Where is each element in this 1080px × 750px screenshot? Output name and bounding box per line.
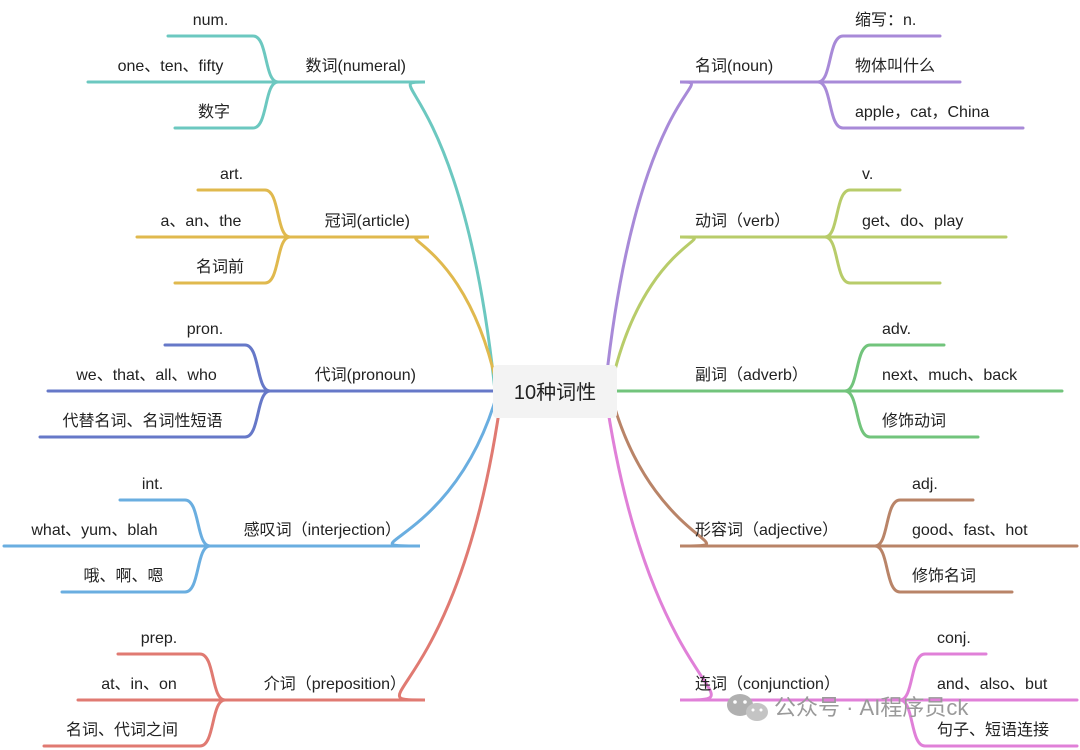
leaf-numeral-1: one、ten、fifty <box>118 58 224 75</box>
edge-adjective-leaf-2 <box>873 544 1014 594</box>
leaf-adjective-1: good、fast、hot <box>912 522 1028 539</box>
edge-article-leaf-0 <box>196 188 292 239</box>
leaf-conjunction-2: 句子、短语连接 <box>937 721 1049 739</box>
edges <box>2 34 1079 748</box>
leaf-adjective-0: adj. <box>912 476 938 493</box>
leaf-interjection-1: what、yum、blah <box>30 522 157 539</box>
leaf-preposition-0: prep. <box>141 630 177 647</box>
edge-conjunction <box>603 389 902 702</box>
edge-adverb-leaf-2 <box>843 389 980 439</box>
leaf-numeral-0: num. <box>193 12 229 29</box>
leaf-adjective-2: 修饰名词 <box>912 567 976 585</box>
edge-interjection-leaf-0 <box>118 498 212 548</box>
branch-label-noun: 名词(noun) <box>695 57 773 75</box>
edge-preposition <box>223 389 504 702</box>
leaf-adverb-2: 修饰动词 <box>882 412 946 430</box>
edge-numeral <box>276 80 497 393</box>
center-label: 10种词性 <box>514 381 596 404</box>
leaf-preposition-2: 名词、代词之间 <box>66 721 178 739</box>
watermark: 公众号 · AI程序员ck <box>727 694 969 721</box>
leaf-pronoun-0: pron. <box>187 321 223 338</box>
branch-label-pronoun: 代词(pronoun) <box>315 366 416 384</box>
watermark-text: 公众号 · AI程序员ck <box>774 695 969 720</box>
leaf-pronoun-2: 代替名词、名词性短语 <box>62 412 222 430</box>
branch-label-interjection: 感叹词（interjection） <box>244 521 401 539</box>
branch-label-conjunction: 连词（conjunction） <box>695 675 840 693</box>
branch-label-verb: 动词（verb） <box>695 212 790 230</box>
edge-article <box>288 235 500 393</box>
edge-pronoun-leaf-0 <box>163 343 272 393</box>
edge-preposition-leaf-0 <box>116 652 227 702</box>
leaf-conjunction-0: conj. <box>937 630 971 647</box>
leaf-noun-1: 物体叫什么 <box>855 57 935 75</box>
edge-numeral-leaf-2 <box>173 80 280 130</box>
edge-interjection-leaf-2 <box>60 544 212 594</box>
edge-adverb-leaf-0 <box>843 343 946 393</box>
edge-verb-leaf-2 <box>823 235 942 285</box>
leaf-noun-2: apple，cat，China <box>855 104 989 121</box>
leaf-verb-1: get、do、play <box>862 213 963 230</box>
edge-noun-leaf-2 <box>816 80 1025 130</box>
branch-label-adjective: 形容词（adjective） <box>695 521 838 539</box>
branch-label-preposition: 介词（preposition） <box>264 675 406 693</box>
branch-label-adverb: 副词（adverb） <box>695 366 808 384</box>
edge-interjection <box>208 389 500 548</box>
leaf-adverb-1: next、much、back <box>882 367 1018 384</box>
edge-conjunction-leaf-2 <box>898 698 1079 748</box>
leaf-pronoun-1: we、that、all、who <box>75 367 217 384</box>
edge-adjective-leaf-0 <box>873 498 975 548</box>
nodes: 数词(numeral) num. one、ten、fifty 数字冠词(article… <box>30 11 1049 739</box>
leaf-article-2: 名词前 <box>196 258 244 276</box>
leaf-article-1: a、an、the <box>161 213 242 230</box>
leaf-numeral-2: 数字 <box>198 103 230 121</box>
center-node <box>493 365 617 418</box>
leaf-preposition-1: at、in、on <box>101 676 177 693</box>
leaf-verb-0: v. <box>862 166 873 183</box>
edge-adjective <box>608 389 877 548</box>
edge-article-leaf-2 <box>173 235 292 285</box>
edge-noun <box>603 80 820 393</box>
edge-numeral-leaf-0 <box>166 34 280 84</box>
edge-verb <box>608 235 827 393</box>
branch-label-article: 冠词(article) <box>325 212 410 230</box>
leaf-interjection-0: int. <box>142 476 163 493</box>
edge-verb-leaf-0 <box>823 188 902 239</box>
leaf-noun-0: 缩写：n. <box>855 11 916 29</box>
leaf-adverb-0: adv. <box>882 321 911 338</box>
wechat-icon <box>727 694 768 721</box>
edge-conjunction-leaf-0 <box>898 652 988 702</box>
leaf-article-0: art. <box>220 166 243 183</box>
branch-label-numeral: 数词(numeral) <box>306 57 406 75</box>
edge-preposition-leaf-2 <box>42 698 227 748</box>
edge-noun-leaf-0 <box>816 34 942 84</box>
leaf-conjunction-1: and、also、but <box>937 676 1048 693</box>
leaf-interjection-2: 哦、啊、嗯 <box>83 567 163 585</box>
edge-pronoun-leaf-2 <box>38 389 272 439</box>
